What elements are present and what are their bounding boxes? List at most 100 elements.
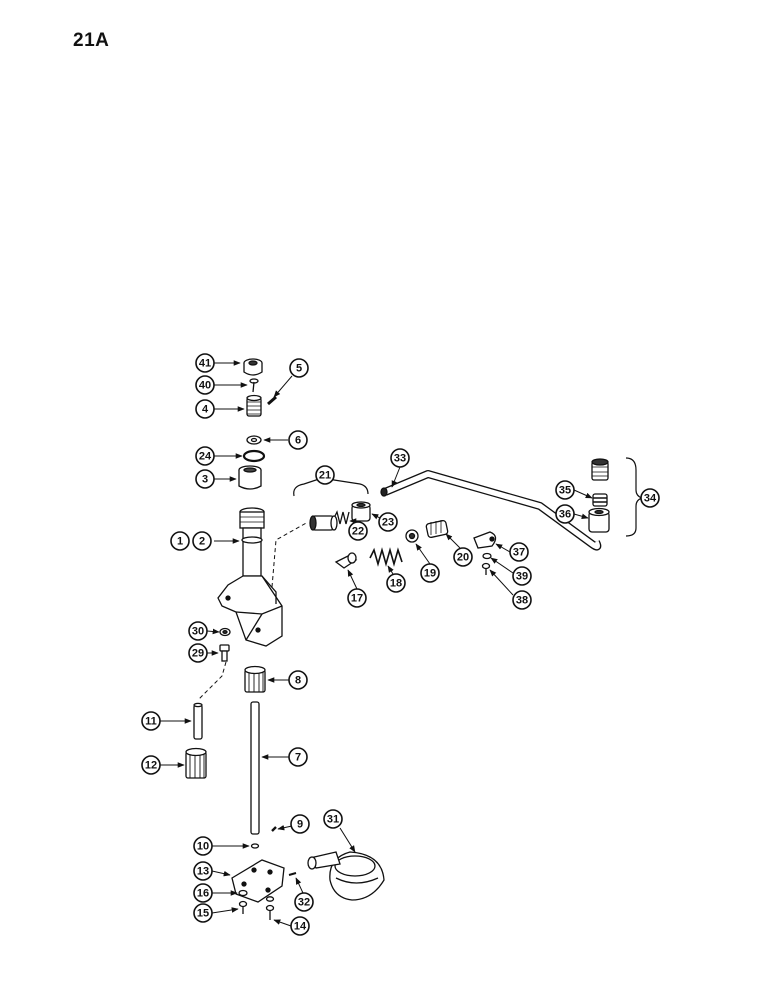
callout-5: 5 — [289, 358, 309, 378]
callout-12: 12 — [141, 755, 161, 775]
part-12-idler-gear — [185, 747, 207, 779]
callout-number: 29 — [192, 648, 204, 660]
callout-circle — [386, 573, 406, 593]
callout-circle — [420, 563, 440, 583]
part-35-sleeve — [592, 493, 608, 507]
callout-number: 23 — [382, 517, 394, 529]
callout-circle — [195, 375, 215, 395]
callout-number: 9 — [297, 819, 303, 831]
callout-circle — [192, 531, 212, 551]
part-7-drive-shaft — [250, 701, 260, 835]
leader-lines — [160, 360, 593, 927]
callout-circle — [195, 469, 215, 489]
callout-circle — [193, 903, 213, 923]
callout-number: 21 — [319, 470, 331, 482]
part-10-washer — [250, 843, 260, 849]
callout-circle — [288, 670, 308, 690]
callout-number: 38 — [516, 595, 528, 607]
callout-34: 34 — [640, 488, 660, 508]
callout-number: 6 — [295, 435, 301, 447]
callout-9: 9 — [290, 814, 310, 834]
callout-number: 1 — [177, 536, 183, 548]
callout-number: 20 — [457, 552, 469, 564]
callout-number: 24 — [199, 451, 212, 463]
callout-14: 14 — [290, 916, 310, 936]
callout-circle — [141, 755, 161, 775]
callout-circle — [453, 547, 473, 567]
part-3-bushing — [238, 465, 262, 490]
part-38-screw — [481, 562, 491, 575]
callout-22: 22 — [348, 521, 368, 541]
callout-number: 14 — [294, 921, 307, 933]
callout-number: 17 — [351, 593, 363, 605]
callout-circle — [188, 643, 208, 663]
callout-number: 32 — [298, 897, 310, 909]
part-34-fitting — [591, 458, 609, 481]
part-36-nut — [588, 507, 610, 533]
part-17-valve — [334, 552, 358, 569]
dashed-line-shaft — [197, 661, 227, 701]
callout-number: 11 — [145, 716, 157, 728]
callout-circle — [193, 836, 213, 856]
part-20-plug — [425, 519, 449, 539]
callout-38: 38 — [512, 590, 532, 610]
callout-24: 24 — [195, 446, 215, 466]
callout-circle — [289, 358, 309, 378]
callout-number: 12 — [145, 760, 157, 772]
callout-40: 40 — [195, 375, 215, 395]
callout-number: 39 — [516, 571, 528, 583]
callout-19: 19 — [420, 563, 440, 583]
part-14-screw — [265, 896, 275, 920]
callout-circle — [195, 399, 215, 419]
callout-1: 1 — [170, 531, 190, 551]
callout-11: 11 — [141, 711, 161, 731]
part-24-o-ring — [242, 449, 266, 463]
callout-37: 37 — [509, 542, 529, 562]
callout-10: 10 — [193, 836, 213, 856]
part-19-washer — [405, 529, 419, 543]
callout-21: 21 — [315, 465, 335, 485]
callout-number: 7 — [295, 752, 301, 764]
part-1-2-pump-body — [217, 507, 283, 647]
callout-number: 13 — [197, 866, 209, 878]
callout-number: 3 — [202, 474, 208, 486]
callout-7: 7 — [288, 747, 308, 767]
callout-number: 19 — [424, 568, 436, 580]
callout-16: 16 — [193, 883, 213, 903]
part-37-clip — [473, 531, 497, 549]
callout-number: 30 — [192, 626, 204, 638]
callout-number: 37 — [513, 547, 525, 559]
callout-circle — [290, 814, 310, 834]
part-40-pin — [249, 378, 259, 393]
part-22-spring — [333, 510, 350, 525]
callout-number: 41 — [199, 358, 211, 370]
callout-20: 20 — [453, 547, 473, 567]
callout-circle — [195, 446, 215, 466]
callout-circle — [509, 542, 529, 562]
part-39-washer — [482, 552, 492, 560]
callout-31: 31 — [323, 809, 343, 829]
part-32-cotter — [288, 872, 297, 876]
callout-circle — [193, 883, 213, 903]
part-31-screen — [307, 851, 385, 901]
callout-circle — [195, 353, 215, 373]
callout-17: 17 — [347, 588, 367, 608]
callout-4: 4 — [195, 399, 215, 419]
callout-circle — [170, 531, 190, 551]
callout-6: 6 — [288, 430, 308, 450]
callout-13: 13 — [193, 861, 213, 881]
callout-15: 15 — [193, 903, 213, 923]
callout-29: 29 — [188, 643, 208, 663]
callout-number: 35 — [559, 485, 571, 497]
callout-number: 2 — [199, 536, 205, 548]
dashed-line-valve — [271, 521, 309, 588]
callout-41: 41 — [195, 353, 215, 373]
callout-number: 22 — [352, 526, 364, 538]
callout-circle — [378, 512, 398, 532]
part-18-spring — [369, 547, 403, 567]
part-11-idler-shaft — [193, 702, 203, 740]
callout-number: 36 — [559, 509, 571, 521]
callout-circle — [555, 480, 575, 500]
callout-3: 3 — [195, 469, 215, 489]
